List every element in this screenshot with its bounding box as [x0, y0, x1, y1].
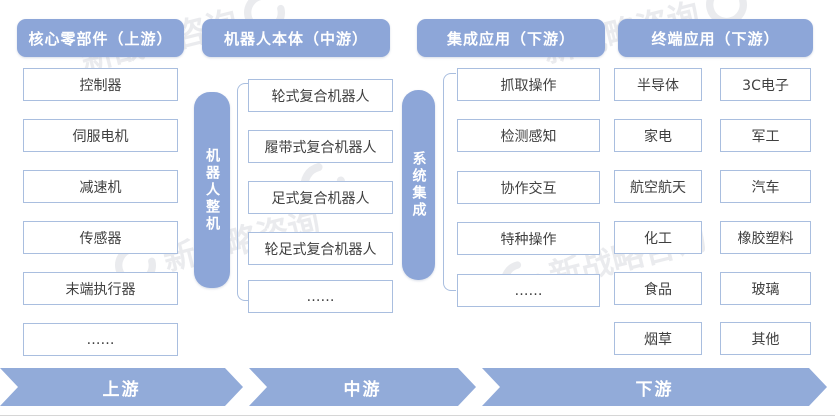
node-special-operation: 特种操作 [457, 222, 600, 255]
node-reducer: 减速机 [23, 170, 178, 203]
flow-segment-downstream: 下游 [482, 368, 827, 406]
node-3c-electronics: 3C电子 [720, 68, 811, 101]
node-glass: 玻璃 [720, 272, 811, 305]
node-military: 军工 [720, 119, 811, 152]
column-header-core-components: 核心零部件（上游） [17, 19, 184, 57]
flow-segment-midstream: 中游 [249, 368, 476, 406]
node-semiconductor: 半导体 [614, 68, 702, 101]
column-header-integrated-apps: 集成应用（下游） [417, 19, 605, 57]
node-servo-motor: 伺服电机 [23, 119, 178, 152]
node-other: 其他 [720, 322, 811, 355]
node-wheel-leg-composite-robot: 轮足式复合机器人 [248, 232, 393, 265]
node-automotive: 汽车 [720, 170, 811, 203]
node-sensor: 传感器 [23, 221, 178, 254]
node-wheeled-composite-robot: 轮式复合机器人 [248, 79, 393, 112]
node-tobacco: 烟草 [614, 322, 702, 355]
bottom-divider [0, 415, 835, 416]
node-aerospace: 航空航天 [614, 170, 702, 203]
bracket-robot-body-group [237, 83, 248, 301]
node-rubber-plastics: 橡胶塑料 [720, 221, 811, 254]
column-header-robot-body: 机器人本体（中游） [202, 19, 390, 57]
connector-robot-complete-machine: 机器人整机 [194, 92, 230, 288]
node-food: 食品 [614, 272, 702, 305]
connector-system-integration: 系统集成 [402, 90, 435, 280]
flow-segment-upstream: 上游 [0, 368, 243, 406]
node-ellipsis: …… [23, 323, 178, 356]
node-chemical: 化工 [614, 221, 702, 254]
node-detection-perception: 检测感知 [457, 119, 600, 152]
bracket-integrated-apps-group [443, 73, 456, 291]
node-grasping-operation: 抓取操作 [457, 68, 600, 101]
node-tracked-composite-robot: 履带式复合机器人 [248, 130, 393, 163]
node-home-appliance: 家电 [614, 119, 702, 152]
column-header-end-applications: 终端应用（下游） [618, 19, 813, 57]
node-ellipsis: …… [248, 280, 393, 313]
node-ellipsis: …… [457, 274, 600, 307]
node-end-effector: 末端执行器 [23, 272, 178, 305]
node-legged-composite-robot: 足式复合机器人 [248, 181, 393, 214]
node-collaborative-interaction: 协作交互 [457, 171, 600, 204]
node-controller: 控制器 [23, 68, 178, 101]
